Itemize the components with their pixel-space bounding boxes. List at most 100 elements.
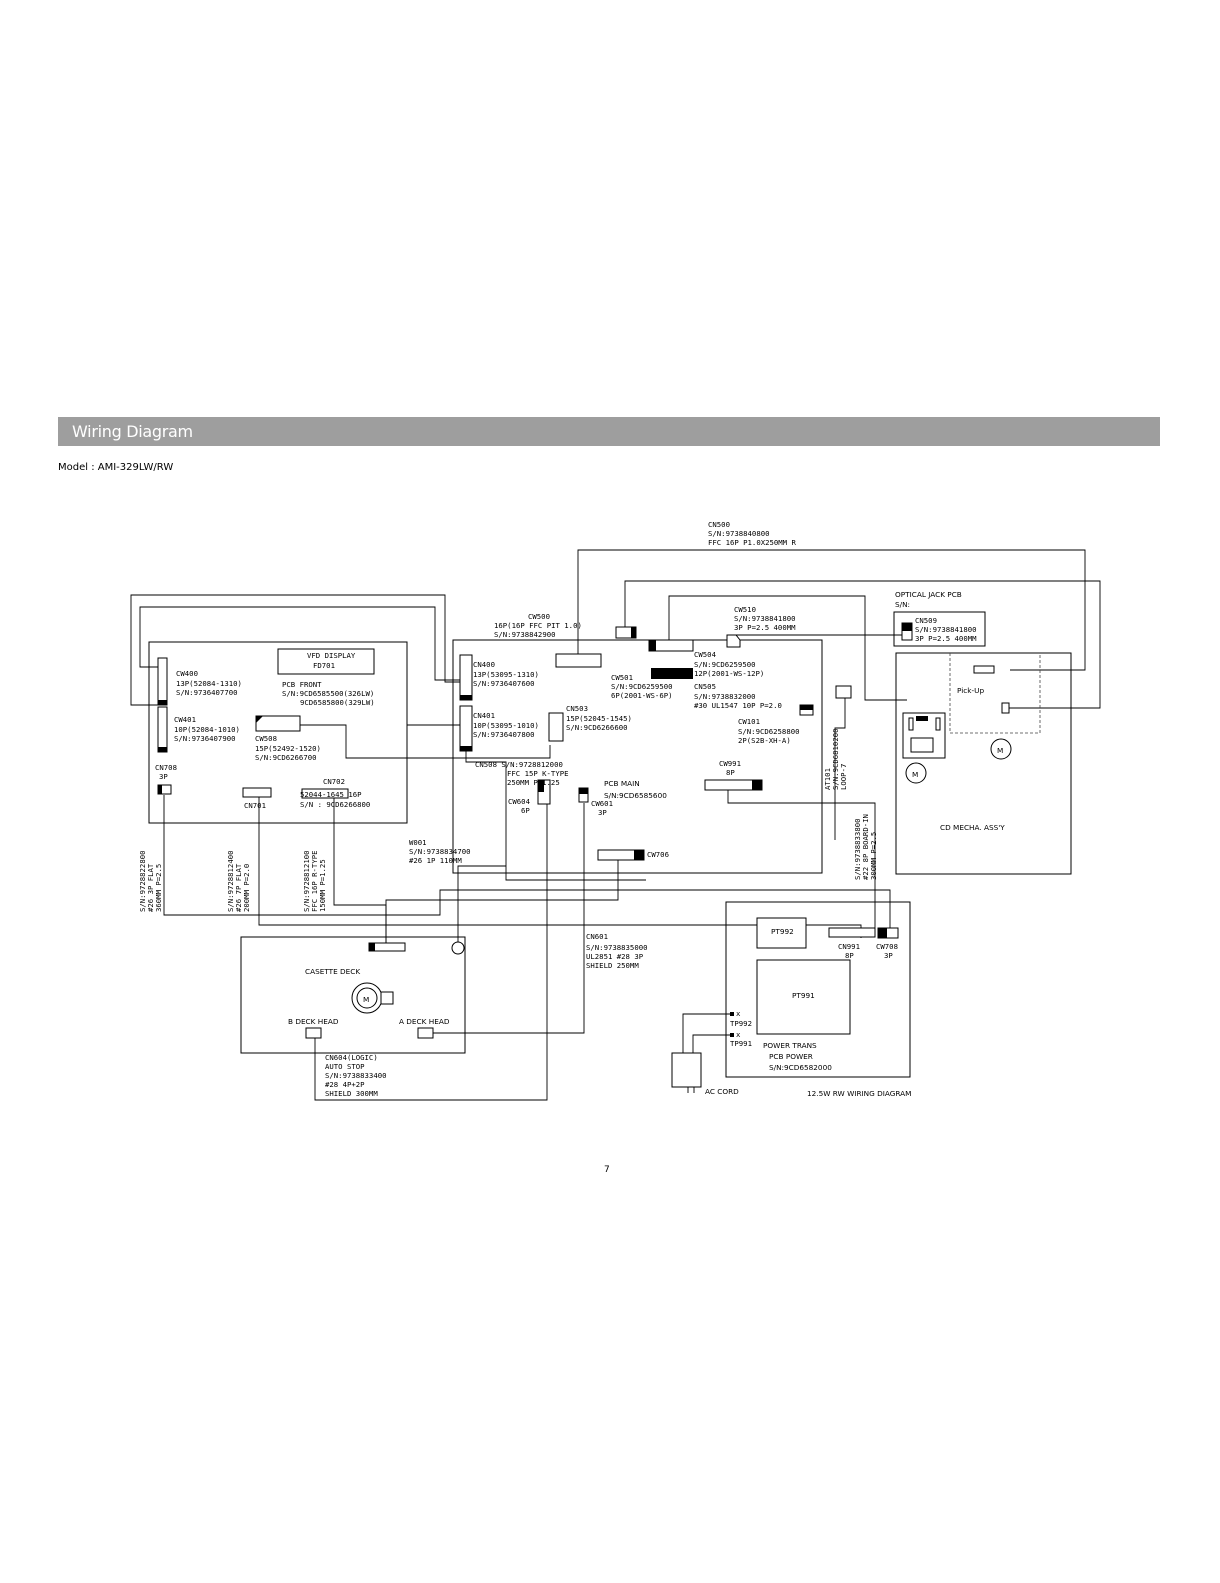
cw706-label: CW706 <box>647 850 669 859</box>
at101-label-2: S/N:9CD6810200 <box>831 728 840 790</box>
cn500-label-3: FFC 16P P1.0X250MM R <box>708 538 796 547</box>
cn604-label-2: AUTO STOP <box>325 1062 365 1071</box>
ac-cord-label: AC CORD <box>705 1087 739 1096</box>
cn505-label-3: #30 UL1547 10P P=2.0 <box>694 701 782 710</box>
model-label: Model : AMI-329LW/RW <box>58 462 174 473</box>
w001-label-2: S/N:9738834700 <box>409 847 471 856</box>
cw101-label-3: 2P(S2B-XH-A) <box>738 736 791 745</box>
cn505-label-2: S/N:9738832000 <box>694 692 756 701</box>
cd-motor-a <box>905 762 927 784</box>
optical-title-1: OPTICAL JACK PCB <box>895 590 962 599</box>
cw400-label-2: 13P(52084-1310) <box>176 679 242 688</box>
w001-label-1: W001 <box>409 838 427 847</box>
connectors: x x <box>157 622 1010 1088</box>
cn601-label-3: UL2851 #28 3P <box>586 952 644 961</box>
power-title-1: POWER TRANS <box>763 1041 817 1050</box>
cw504-label-2: S/N:9CD6259500 <box>694 660 756 669</box>
cn400-label-3: S/N:9736407600 <box>473 679 535 688</box>
cd-motor-b <box>990 738 1012 760</box>
cn601-label-2: S/N:9738835000 <box>586 943 648 952</box>
cw601-label-2: 3P <box>598 808 607 817</box>
cn509-label-2: S/N:9738841800 <box>915 625 977 634</box>
cn509-label-1: CN509 <box>915 616 937 625</box>
v-label-cn701-group: S/N:9728812400 #26 7P FLAT 200MM P=2.0 <box>226 850 251 912</box>
cw400-label-3: S/N:9736407700 <box>176 688 238 697</box>
cn604-label-5: SHIELD 300MM <box>325 1089 378 1098</box>
v1-label-2: #26 3P FLAT <box>146 863 155 912</box>
section-title: Wiring Diagram <box>72 422 193 441</box>
cw401-label-3: S/N:9736407900 <box>174 734 236 743</box>
cw101-label-1: CW101 <box>738 717 760 726</box>
b-deck-head-label: B DECK HEAD <box>288 1017 339 1026</box>
cn604-label-3: S/N:9738833400 <box>325 1071 387 1080</box>
cn508-label-2: FFC 15P K-TYPE <box>507 769 569 778</box>
at101-label-1: AT101 <box>823 768 832 790</box>
cn991-label-2: 8P <box>845 951 854 960</box>
pt991-label: PT991 <box>792 991 815 1000</box>
pt992-label: PT992 <box>771 927 794 936</box>
optical-jack-board <box>893 611 986 647</box>
cn400-label-2: 13P(53095-1310) <box>473 670 539 679</box>
pcb-front-label-1: PCB FRONT <box>282 680 322 689</box>
wiring-lines <box>130 549 1101 1101</box>
pcb-main-title-2: S/N:9CD6585600 <box>604 791 667 800</box>
v-label-cn702-group: S/N:9728812100 FFC 16P R-TYPE 150MM P=1.… <box>302 850 327 912</box>
cw401-label-1: CW401 <box>174 715 196 724</box>
tp991-label: TP991 <box>730 1039 752 1048</box>
cd-mecha-title: CD MECHA. ASS'Y <box>940 823 1005 832</box>
cn604-label-1: CN604(LOGIC) <box>325 1053 378 1062</box>
cn500-label-2: S/N:9738840800 <box>708 529 770 538</box>
v3-label-2: FFC 16P R-TYPE <box>310 850 319 912</box>
cw991-label-2: 8P <box>726 768 735 777</box>
cw101-label-2: S/N:9CD6258800 <box>738 727 800 736</box>
cn708-label-1: CN708 <box>155 763 177 772</box>
cassette-motor-label: M <box>363 995 369 1004</box>
cw708-label-2: 3P <box>884 951 893 960</box>
cn401-label-1: CN401 <box>473 711 495 720</box>
cassette-title: CASETTE DECK <box>305 967 360 976</box>
cn500-label-1: CN500 <box>708 520 730 529</box>
cn508-label-3: 250MM P=1.25 <box>507 778 560 787</box>
pickup-label: Pick-Up <box>957 686 984 695</box>
vfd-label-1: VFD DISPLAY <box>307 651 356 660</box>
cn601-label-4: SHIELD 250MM <box>586 961 639 970</box>
cn604-label-4: #28 4P+2P <box>325 1080 365 1089</box>
cw500-label-2: 16P(16P FFC PIT 1.0) <box>494 621 582 630</box>
cn708-label-2: 3P <box>159 772 168 781</box>
cassette-motor-inner <box>356 987 378 1009</box>
cn702-label-3: S/N : 9CD6266800 <box>300 800 370 809</box>
v1-label-1: S/N:9728822800 <box>138 850 147 912</box>
section-title-bar: Wiring Diagram <box>58 417 1160 446</box>
v5-label-2: #22 8P BOARD-IN <box>861 814 870 880</box>
cw501-label-3: 6P(2001-WS-6P) <box>611 691 673 700</box>
cw708-label-1: CW708 <box>876 942 898 951</box>
tp992-label: TP992 <box>730 1019 752 1028</box>
cassette-deck-board <box>240 936 466 1054</box>
cn509-label-3: 3P P=2.5 400MM <box>915 634 977 643</box>
v2-label-3: 200MM P=2.0 <box>242 864 251 912</box>
cd-motor-b-label: M <box>997 746 1003 755</box>
cn401-label-3: S/N:9736407800 <box>473 730 535 739</box>
pcb-main-title-1: PCB MAIN <box>604 779 640 788</box>
v5-label-1: S/N:9738833800 <box>853 818 862 880</box>
cn401-label-2: 10P(53095-1010) <box>473 721 539 730</box>
v1-label-3: 360MM P=2.5 <box>154 864 163 912</box>
cd-mecha-board <box>895 652 1072 875</box>
svg-text:x: x <box>736 1009 741 1018</box>
v5-label-3: 300MM P=2.5 <box>869 832 878 880</box>
cn503-label-3: S/N:9CD6266600 <box>566 723 628 732</box>
cw991-label-1: CW991 <box>719 759 741 768</box>
cw501-label-2: S/N:9CD6259500 <box>611 682 673 691</box>
v-label-cn708-group: S/N:9728822800 #26 3P FLAT 360MM P=2.5 <box>138 850 163 912</box>
pcb-main-board <box>452 639 823 874</box>
cassette-motor-mount <box>380 991 394 1005</box>
power-title-2: PCB POWER <box>769 1052 813 1061</box>
v-label-cn991-group: S/N:9738833800 #22 8P BOARD-IN 300MM P=2… <box>853 814 878 880</box>
pcb-front-label-2: S/N:9CD6585500(326LW) <box>282 689 374 698</box>
cw510-label-2: S/N:9738841800 <box>734 614 796 623</box>
v2-label-1: S/N:9728812400 <box>226 850 235 912</box>
vfd-label-2: FD701 <box>313 661 335 670</box>
cn701-label: CN701 <box>244 801 266 810</box>
v3-label-1: S/N:9728812100 <box>302 850 311 912</box>
